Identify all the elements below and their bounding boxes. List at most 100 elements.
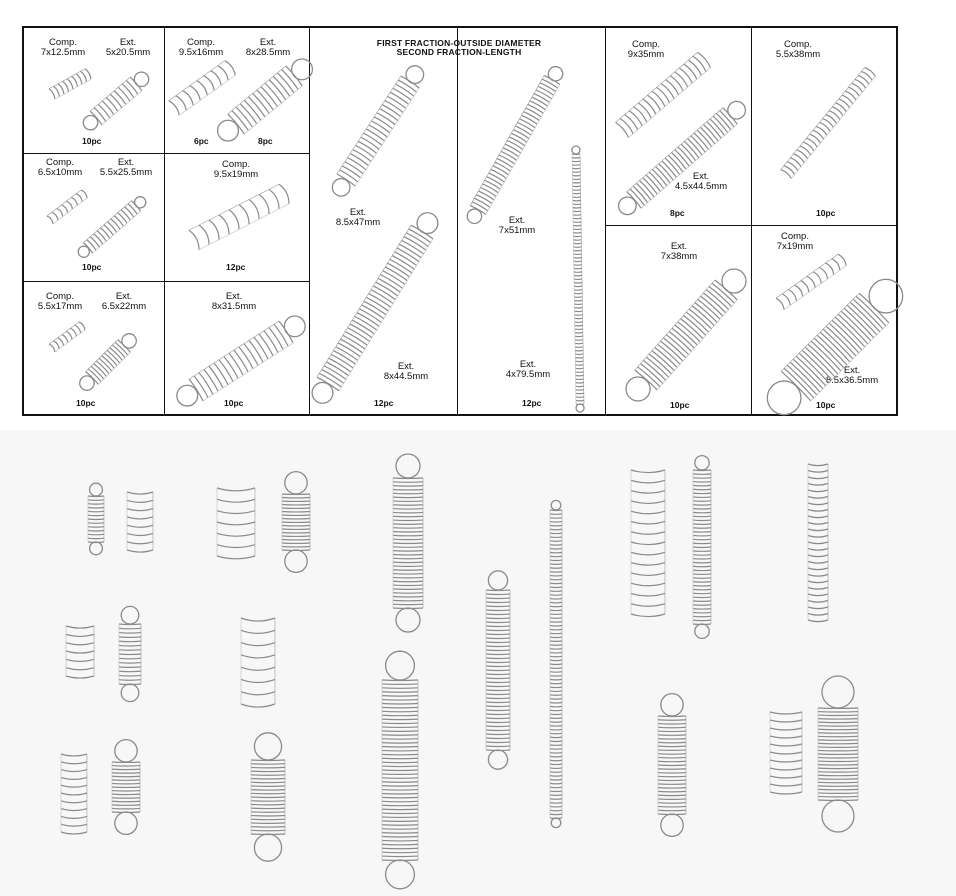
photo-ext-spring — [381, 650, 419, 890]
photo-ext-spring — [817, 675, 859, 833]
quantity-label: 12pc — [226, 262, 246, 272]
hook-loop — [284, 470, 308, 495]
hook-loop — [617, 196, 637, 216]
ext-label: Ext.8x28.5mm — [245, 37, 291, 58]
hook-loop — [821, 675, 855, 709]
chart-ext-spring — [466, 65, 564, 225]
hook-loop — [283, 315, 306, 338]
hook-loop — [721, 268, 747, 294]
ext-label: Ext.5.5x25.5mm — [99, 157, 153, 178]
hook-loop — [395, 607, 421, 633]
spring-photo-area — [0, 430, 956, 896]
photo-ext-spring — [657, 692, 687, 838]
quantity-label-comp: 6pc — [194, 136, 209, 146]
spring-size-chart: FIRST FRACTION-OUTSIDE DIAMETER SECOND F… — [22, 26, 904, 416]
photo-comp-spring — [126, 491, 154, 553]
photo-ext-spring — [549, 499, 563, 829]
quantity-label: 10pc — [224, 398, 244, 408]
photo-ext-spring — [281, 470, 311, 574]
chart-ext-spring — [311, 212, 439, 404]
hook-loop — [766, 380, 802, 416]
comp-label: Comp.7x19mm — [776, 231, 814, 252]
comp-label: Comp.9x35mm — [627, 39, 665, 60]
hook-loop — [416, 212, 439, 235]
cell-ext-8.5x47-8x44.5 — [310, 28, 458, 416]
quantity-label: 10pc — [670, 400, 690, 410]
hook-loop — [114, 738, 138, 763]
chart-ext-spring — [77, 196, 147, 258]
quantity-label: 8pc — [670, 208, 685, 218]
hook-loop — [550, 499, 562, 511]
ext-label: Ext.5x20.5mm — [105, 37, 151, 58]
hook-loop — [694, 454, 710, 471]
hook-loop — [571, 145, 581, 155]
hook-loop — [176, 384, 199, 407]
hook-loop — [88, 541, 104, 556]
comp-label: Comp.5.5x38mm — [775, 39, 821, 60]
hook-loop — [331, 177, 351, 197]
chart-ext-spring — [617, 100, 747, 216]
ext-label-a: Ext.8.5x47mm — [335, 207, 381, 228]
ext-label: Ext.8x31.5mm — [211, 291, 257, 312]
ext-label: Ext.7x38mm — [660, 241, 698, 262]
hook-loop — [395, 453, 421, 479]
photo-ext-spring — [111, 738, 141, 836]
cell-comp-9.5x16-ext-8x28.5 — [165, 28, 310, 154]
hook-loop — [575, 403, 585, 413]
hook-loop — [384, 859, 416, 890]
chart-ext-spring — [176, 315, 306, 407]
photo-comp-spring — [60, 753, 88, 835]
photo-spring-illustrations — [60, 453, 859, 890]
photo-comp-spring — [769, 711, 803, 795]
photo-ext-spring — [118, 605, 142, 703]
chart-comp-spring — [168, 60, 236, 116]
quantity-label-ext: 8pc — [258, 136, 273, 146]
chart-comp-spring — [46, 189, 88, 225]
comp-label: Comp.5.5x17mm — [37, 291, 83, 312]
chart-ext-spring — [79, 333, 137, 391]
hook-loop — [625, 376, 651, 402]
chart-comp-spring — [188, 183, 290, 251]
cell-comp-7x12.5-ext-5x20.5 — [24, 28, 165, 154]
quantity-label: 12pc — [374, 398, 394, 408]
header-line-1: FIRST FRACTION-OUTSIDE DIAMETER — [376, 38, 542, 48]
hook-loop — [405, 65, 425, 85]
ext-label: Ext.4.5x44.5mm — [674, 171, 728, 192]
ext-label: Ext.8.5x36.5mm — [825, 365, 879, 386]
chart-ext-spring — [625, 268, 747, 402]
chart-ext-spring — [216, 58, 314, 142]
hook-loop — [114, 811, 138, 836]
photo-ext-spring — [485, 570, 511, 770]
hook-loop — [133, 71, 150, 88]
chart-comp-spring — [48, 321, 86, 353]
hook-loop — [821, 799, 855, 833]
cell-comp-6.5x10-ext-5.5x25.5 — [24, 154, 165, 282]
photo-comp-spring — [807, 463, 829, 623]
chart-spring-illustrations — [46, 51, 904, 416]
hook-loop — [550, 817, 562, 829]
hook-loop — [88, 482, 104, 497]
quantity-label: 10pc — [76, 398, 96, 408]
hook-loop — [77, 245, 91, 258]
hook-loop — [727, 100, 747, 120]
hook-loop — [660, 813, 684, 838]
hook-loop — [290, 58, 314, 81]
hook-loop — [82, 114, 99, 131]
ext-label-a: Ext.7x51mm — [498, 215, 536, 236]
cell-comp-9.5x19 — [165, 154, 310, 282]
hook-loop — [216, 119, 240, 142]
chart-comp-spring — [48, 68, 92, 100]
hook-loop — [79, 375, 95, 391]
hook-loop — [253, 732, 283, 761]
cell-ext-7x38 — [606, 226, 752, 416]
chart-ext-spring — [571, 145, 585, 413]
quantity-label: 10pc — [816, 400, 836, 410]
hook-loop — [466, 208, 483, 225]
quantity-label: 10pc — [82, 262, 102, 272]
ext-label: Ext.6.5x22mm — [101, 291, 147, 312]
photo-ext-spring — [692, 454, 712, 640]
quantity-label: 12pc — [522, 398, 542, 408]
ext-label-b: Ext.8x44.5mm — [383, 361, 429, 382]
photo-comp-spring — [65, 625, 95, 679]
photo-ext-spring — [250, 732, 286, 862]
